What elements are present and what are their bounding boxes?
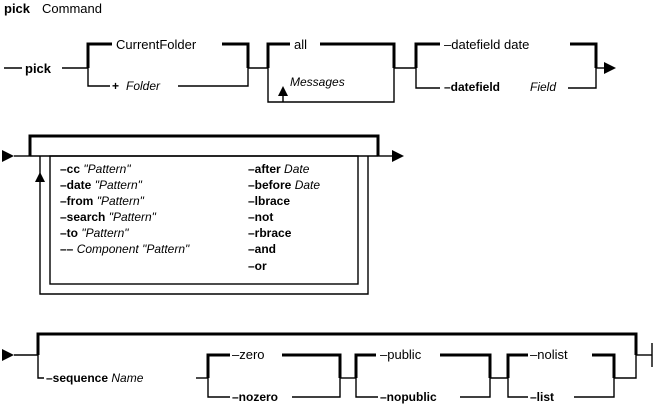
option-rbrace: –rbrace — [248, 226, 292, 240]
zero-branch — [206, 353, 230, 378]
option-to: –to "Pattern" — [60, 226, 129, 240]
sequence-branch — [37, 355, 44, 379]
msgs-default: all — [294, 37, 307, 52]
row2-start-arrow-icon — [2, 150, 14, 162]
folder-default: CurrentFolder — [116, 37, 197, 52]
datefield-default: –datefield date — [444, 37, 529, 52]
datefield-default-branch — [414, 42, 440, 68]
option-cc: –cc "Pattern" — [60, 162, 131, 176]
msgs-default-branch — [266, 42, 290, 68]
row2-left-options: –cc "Pattern" –date "Pattern" –from "Pat… — [60, 162, 190, 256]
row2-diagram: –cc "Pattern" –date "Pattern" –from "Pat… — [2, 134, 404, 295]
row2-options-box — [49, 155, 359, 285]
option-zero: –zero — [232, 347, 265, 362]
title-command-name: pick — [4, 1, 31, 16]
option-date: –date "Pattern" — [60, 178, 143, 192]
row2-empty-path — [28, 134, 380, 156]
list-branch-end — [574, 378, 615, 398]
nolist-branch-end — [592, 353, 616, 378]
option-nopublic: –nopublic — [380, 390, 437, 404]
nozero-branch-end — [292, 378, 341, 398]
option-after: –after Date — [248, 162, 310, 176]
title-word: Command — [42, 1, 102, 16]
row2-continue-arrow-icon — [392, 150, 404, 162]
option-nolist: –nolist — [530, 347, 568, 362]
folder-alt-branch-end — [178, 68, 249, 87]
msgs-default-branch-end — [320, 42, 396, 68]
option-component: –– Component "Pattern" — [60, 242, 190, 256]
row3-merge — [614, 355, 637, 379]
msgs-repeat-loop — [267, 68, 395, 103]
row1-command: pick — [25, 61, 52, 76]
option-list: –list — [530, 390, 554, 404]
option-not: –not — [248, 210, 273, 224]
option-and: –and — [248, 242, 276, 256]
row3-diagram: –sequence Name –zero –nozero –public –no… — [2, 332, 653, 404]
nolist-branch — [506, 353, 528, 378]
nopublic-branch — [355, 378, 378, 398]
option-lbrace: –lbrace — [248, 194, 290, 208]
option-public: –public — [380, 347, 422, 362]
folder-alt-param: Folder — [126, 79, 161, 93]
folder-alt-branch — [87, 68, 110, 87]
nopublic-branch-end — [460, 378, 491, 398]
row1-continue-arrow-icon — [604, 62, 616, 74]
row2-right-options: –after Date –before Date –lbrace –not –r… — [248, 162, 320, 273]
row2-repeat-arrow-icon — [35, 172, 45, 182]
row1-diagram: pick CurrentFolder + Folder all Messages… — [4, 37, 616, 103]
datefield-default-branch-end — [570, 42, 598, 68]
row3-start-arrow-icon — [2, 349, 14, 361]
sequence-option: –sequence Name — [46, 371, 144, 385]
folder-default-branch-end — [222, 42, 250, 68]
option-or: –or — [248, 259, 267, 273]
option-search: –search "Pattern" — [60, 210, 157, 224]
msgs-alt: Messages — [290, 75, 345, 89]
public-branch — [354, 353, 376, 378]
zero-branch-end — [282, 353, 342, 378]
option-nozero: –nozero — [232, 390, 278, 404]
public-branch-end — [440, 353, 492, 378]
datefield-alt-branch-end — [568, 68, 597, 89]
option-before: –before Date — [248, 178, 320, 192]
msgs-repeat-arrow-icon — [278, 86, 288, 96]
list-branch — [507, 378, 528, 398]
row2-repeat-loop — [39, 156, 369, 295]
nozero-branch — [207, 378, 230, 398]
datefield-alt-param: Field — [530, 80, 556, 94]
datefield-alt-flag: –datefield — [444, 80, 500, 94]
folder-alt-prefix: + — [112, 79, 119, 93]
datefield-alt-branch — [415, 68, 440, 89]
option-from: –from "Pattern" — [60, 194, 145, 208]
folder-default-branch — [86, 42, 112, 68]
sequence-skip-path — [36, 332, 638, 355]
